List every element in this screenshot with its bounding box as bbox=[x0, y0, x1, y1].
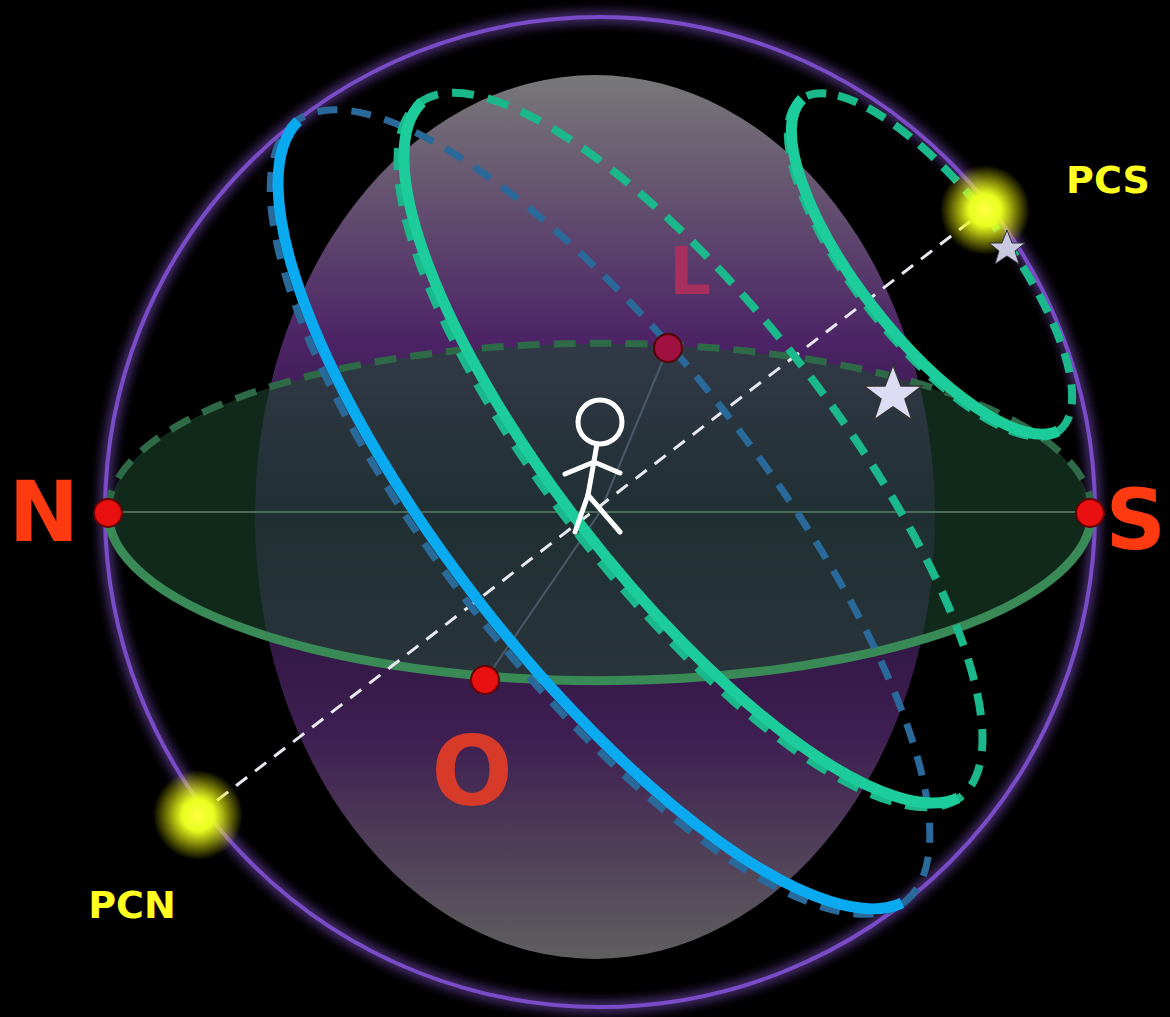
point-label: PCN bbox=[88, 886, 176, 924]
star bbox=[864, 365, 922, 420]
celestial-equator bbox=[278, 121, 902, 909]
leader-line bbox=[600, 348, 668, 512]
celestial-pole bbox=[940, 165, 1030, 255]
diurnal-circle bbox=[791, 99, 1058, 434]
cardinal-point bbox=[471, 666, 499, 694]
cardinal-point bbox=[94, 499, 122, 527]
point-label: L bbox=[669, 239, 711, 305]
cardinal-point bbox=[654, 334, 682, 362]
parallel-back bbox=[309, 17, 1071, 883]
cardinal-point bbox=[1076, 499, 1104, 527]
horizon-back bbox=[108, 343, 1092, 512]
point-label: O bbox=[431, 724, 513, 820]
celestial-pole bbox=[153, 770, 243, 860]
observer-figure bbox=[565, 400, 622, 532]
point-label: S bbox=[1106, 478, 1167, 562]
diurnal-circle bbox=[404, 102, 958, 803]
parallel-back bbox=[742, 53, 1119, 476]
point-label: N bbox=[9, 470, 79, 554]
point-label: PCS bbox=[1066, 161, 1150, 199]
star bbox=[989, 230, 1025, 264]
